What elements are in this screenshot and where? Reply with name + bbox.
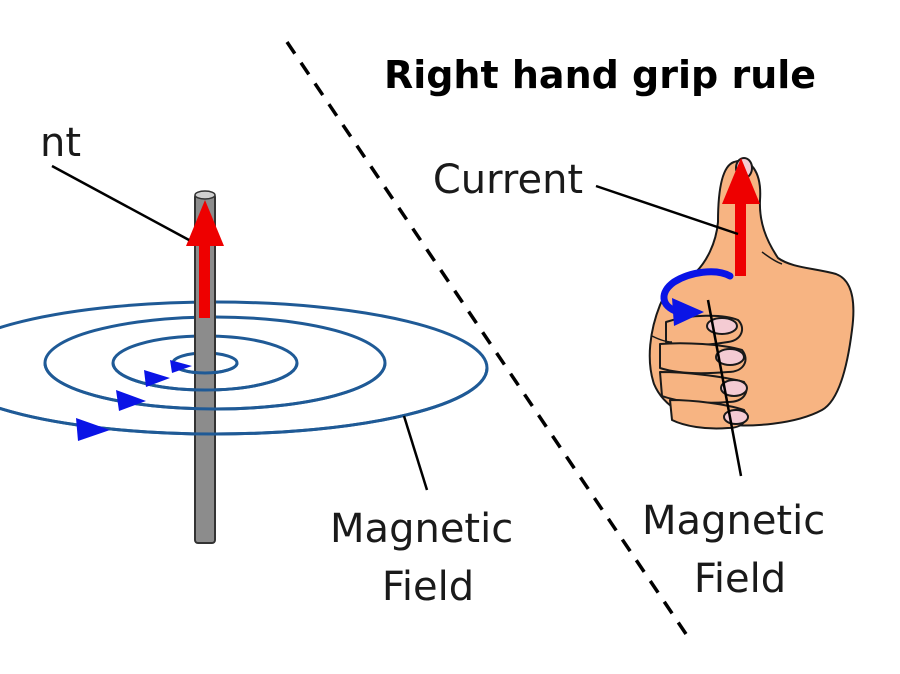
arrow-up-icon xyxy=(722,158,760,204)
thumbs-up-hand xyxy=(648,157,855,430)
left-panel: nt Magnetic Field xyxy=(0,120,526,610)
curl-arrowhead-icon xyxy=(672,298,704,326)
nail-3 xyxy=(720,379,748,397)
left-field-label-line1: Magnetic xyxy=(330,506,513,552)
field-arrow-icon xyxy=(144,370,170,387)
panel-divider xyxy=(285,41,688,635)
left-current-leader xyxy=(51,164,190,242)
left-field-leader xyxy=(402,415,429,491)
wire-top xyxy=(194,190,216,200)
nail-2 xyxy=(715,348,745,366)
right-panel: Current Magnetic Field xyxy=(433,157,855,602)
right-field-label-line2: Field xyxy=(694,556,786,602)
right-current-label: Current xyxy=(433,157,583,203)
field-arrow-icon xyxy=(116,390,146,411)
field-direction-arrows xyxy=(76,360,192,441)
nail-4 xyxy=(723,409,749,425)
arrow-up-icon xyxy=(186,200,224,246)
curl-arrow xyxy=(660,268,734,326)
right-field-leader xyxy=(706,299,743,477)
field-loops-front xyxy=(0,362,489,436)
field-arrow-icon xyxy=(170,360,192,373)
diagram-title: Right hand grip rule xyxy=(384,53,816,97)
field-arrow-icon xyxy=(76,418,110,441)
right-current-leader xyxy=(595,184,739,236)
right-field-label-line1: Magnetic xyxy=(642,498,825,544)
current-arrow xyxy=(186,200,224,318)
left-field-label-line2: Field xyxy=(382,564,474,610)
left-field-label: Magnetic Field xyxy=(330,506,526,610)
thumb-current-arrow xyxy=(722,158,760,276)
right-field-label: Magnetic Field xyxy=(642,498,838,602)
left-current-label: nt xyxy=(40,120,81,166)
